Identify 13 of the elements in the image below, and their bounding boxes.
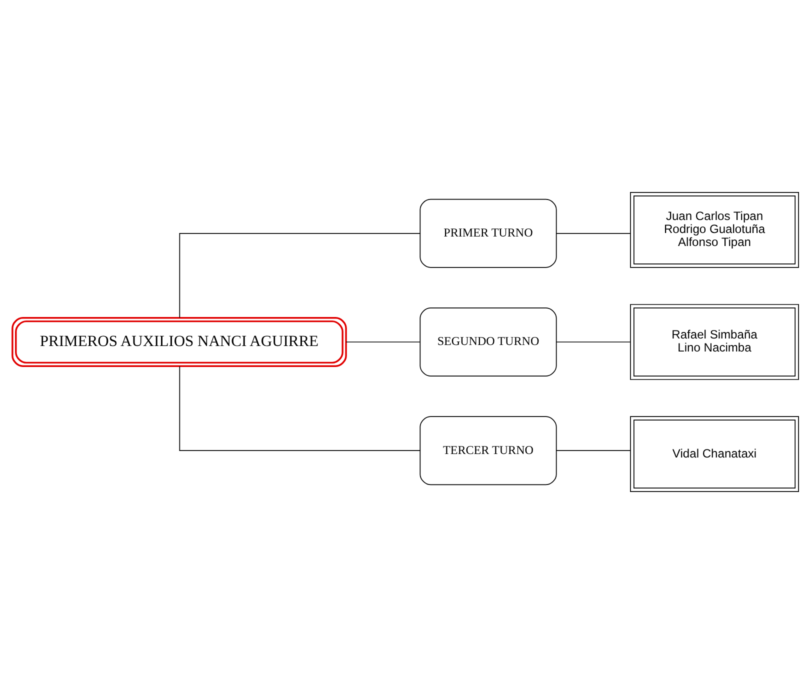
node-box: PRIMEROS AUXILIOS NANCI AGUIRRE — [12, 316, 347, 366]
connector — [346, 341, 420, 342]
connector — [556, 450, 631, 451]
node-box: Vidal Chanataxi — [630, 416, 799, 492]
node-box: TERCER TURNO — [420, 416, 557, 485]
connector — [556, 341, 631, 342]
connector — [556, 232, 631, 234]
node-box: PRIMER TURNO — [420, 198, 557, 268]
connector — [179, 232, 421, 318]
connector — [179, 365, 421, 451]
node-box: Juan Carlos Tipan Rodrigo Gualotuña Alfonso Tipan — [630, 192, 799, 268]
node-box: Rafael Simbaña Lino Nacimba — [630, 304, 799, 380]
node-box: SEGUNDO TURNO — [420, 307, 557, 376]
